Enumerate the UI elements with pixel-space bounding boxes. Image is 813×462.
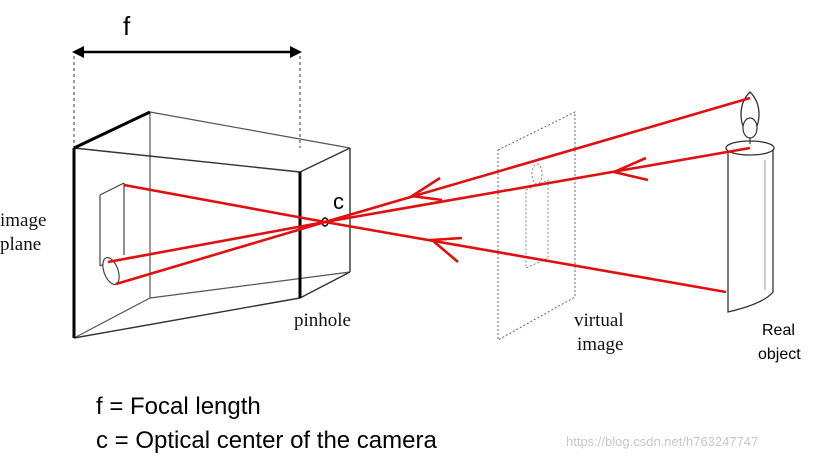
watermark: https://blog.csdn.net/h763247747	[566, 434, 758, 449]
ray-inside-1	[123, 183, 326, 224]
legend-focal-length: f = Focal length	[96, 393, 261, 420]
image-plane-label-line1: image	[0, 210, 46, 231]
focal-length-dimension: f	[72, 11, 302, 148]
arrowhead-1	[408, 176, 443, 202]
virtual-image-label-line1: virtual	[574, 310, 624, 331]
real-object-label-line2: object	[758, 346, 801, 363]
real-object-label-line1: Real	[762, 322, 795, 339]
virtual-image-plane	[497, 111, 576, 341]
arrowhead-2	[609, 156, 649, 182]
ray-inside-3	[115, 220, 326, 286]
real-object-candle	[725, 91, 775, 313]
light-rays	[107, 96, 751, 294]
image-plane-label-line2: plane	[0, 234, 41, 255]
ray-inside-2	[107, 220, 326, 264]
ray-top-outer	[324, 96, 751, 224]
camera-box	[72, 110, 351, 339]
pinhole-label: pinhole	[294, 310, 351, 331]
focal-length-label: f	[123, 11, 131, 41]
inverted-image	[99, 182, 125, 285]
virtual-image-label-line2: image	[577, 334, 623, 355]
legend-optical-center: c = Optical center of the camera	[96, 427, 437, 454]
optical-center-label: c	[333, 189, 344, 214]
ray-middle	[324, 146, 751, 224]
arrowhead-3	[428, 236, 463, 263]
ray-bottom	[324, 220, 727, 294]
